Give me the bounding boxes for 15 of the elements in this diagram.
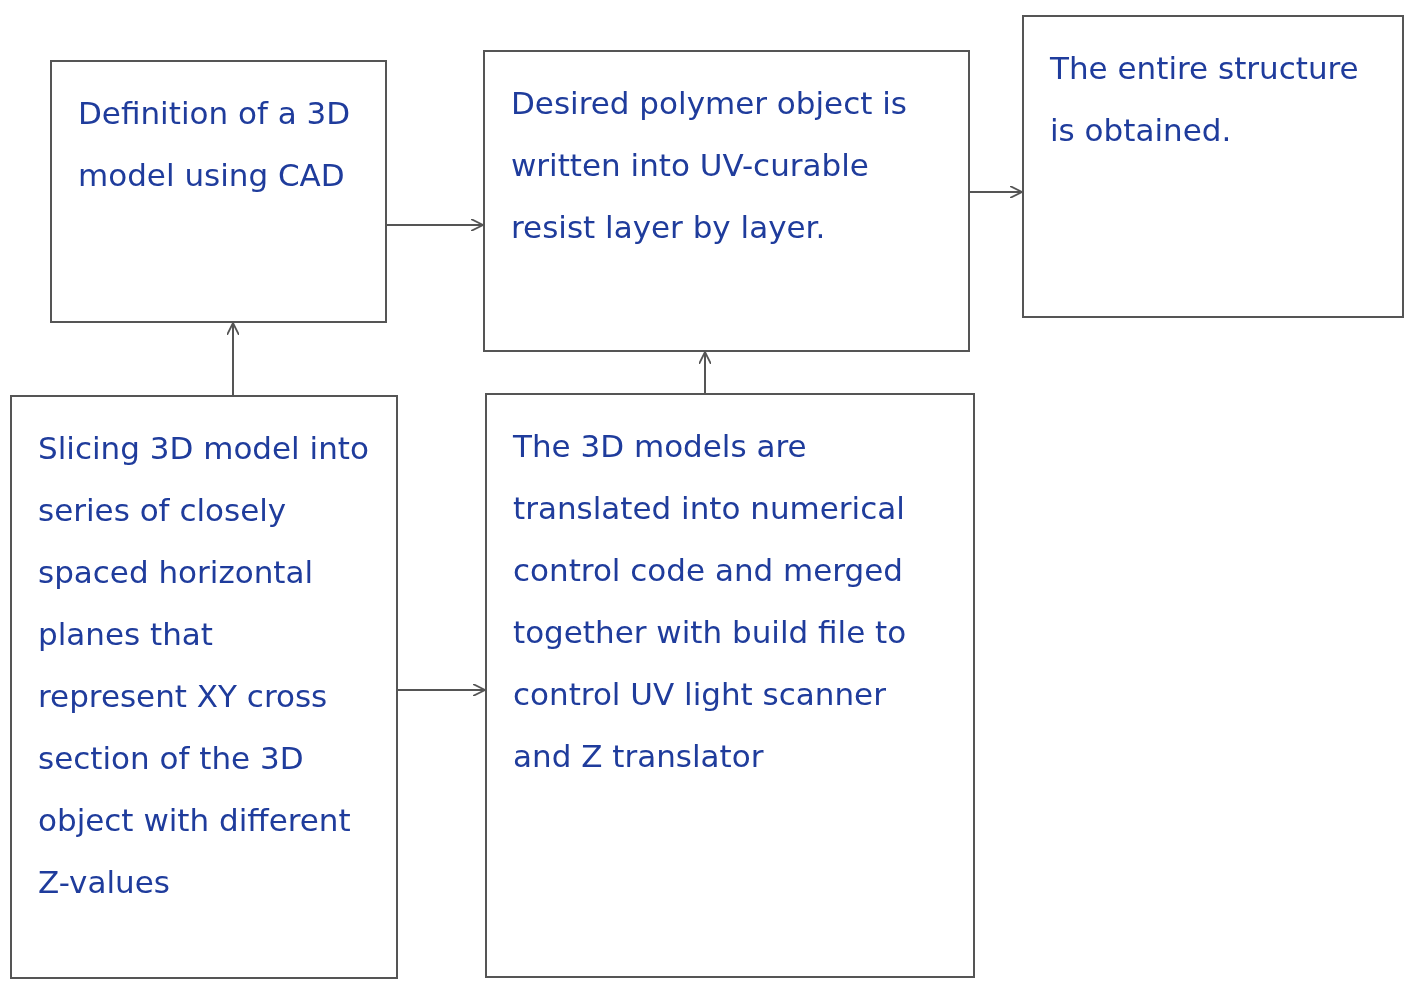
- box-text: The 3D models are translated into numerical control code and merged together with build file to control UV light scanner and Z translator: [513, 427, 908, 776]
- box-text: Slicing 3D model into series of closely spaced horizontal planes that represent XY cross section of the 3D object with different Z-values: [38, 429, 370, 902]
- arrow: [969, 185, 1023, 199]
- process-box: [485, 393, 975, 978]
- process-box: [10, 395, 398, 979]
- arrow: [397, 683, 486, 697]
- box-text: Definition of a 3D model using CAD: [78, 94, 352, 195]
- box-text: The entire structure is obtained.: [1050, 49, 1360, 150]
- box-text: Desired polymer object is written into UV-curable resist layer by layer.: [511, 84, 908, 247]
- process-box: [483, 50, 970, 352]
- arrow: [226, 322, 240, 396]
- arrow: [386, 218, 484, 232]
- process-box: [50, 60, 387, 323]
- arrow: [698, 351, 712, 394]
- process-box: [1022, 15, 1404, 318]
